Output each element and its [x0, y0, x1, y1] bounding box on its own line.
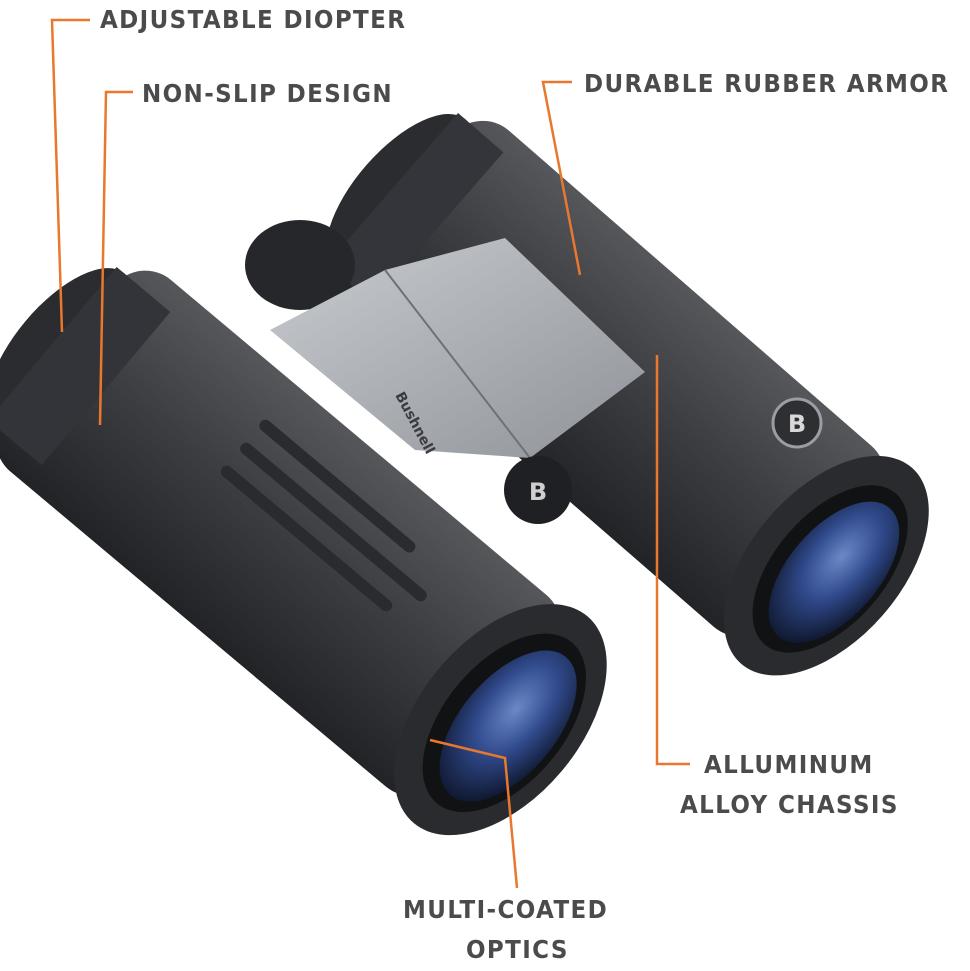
leader-optics	[429, 738, 519, 889]
bridge-plate	[270, 238, 645, 458]
grip-ridge	[220, 465, 393, 612]
grip-ridge	[259, 419, 416, 553]
brand-badge: B	[771, 397, 823, 449]
svg-text:B: B	[529, 478, 547, 506]
leader-diopter	[50, 18, 90, 333]
leader-armor	[541, 80, 582, 276]
left-lens	[439, 650, 577, 802]
callout-armor: DURABLE RUBBER ARMOR	[584, 69, 950, 98]
grip-ridge	[240, 442, 427, 602]
callout-chassis-line2: ALLOY CHASSIS	[680, 790, 899, 819]
callout-non-slip: NON-SLIP DESIGN	[142, 79, 394, 108]
callout-optics-line1: MULTI-COATED	[403, 895, 609, 924]
leader-chassis	[655, 355, 690, 766]
svg-text:B: B	[788, 410, 806, 438]
leader-lines	[50, 18, 690, 889]
leader-non-slip	[98, 90, 133, 426]
left-barrel	[0, 266, 607, 836]
callout-diopter: ADJUSTABLE DIOPTER	[100, 5, 407, 34]
hinge-knob	[504, 456, 572, 524]
callout-optics-line2: OPTICS	[466, 935, 569, 964]
focus-wheel[interactable]	[245, 220, 355, 310]
callout-chassis-line1: ALLUMINUM	[704, 750, 874, 779]
right-lens	[768, 501, 900, 643]
